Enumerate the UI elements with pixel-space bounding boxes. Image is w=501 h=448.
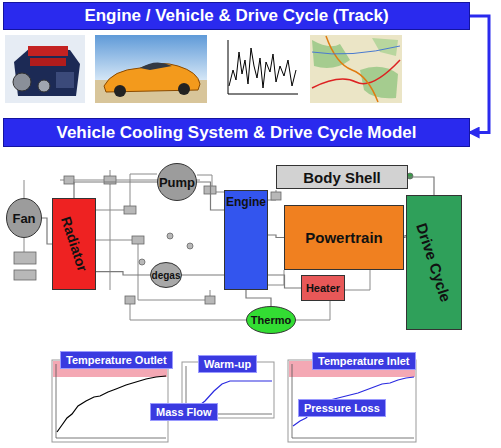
- chart-label: Warm-up: [198, 355, 257, 373]
- connector-line: [470, 16, 489, 133]
- engine-photo: [5, 35, 85, 103]
- pump-circle: Pump: [157, 163, 197, 201]
- thermo-ellipse: Thermo: [246, 306, 296, 334]
- node-text: Heater: [306, 282, 340, 294]
- node-ellipse: [158, 164, 197, 201]
- connector-line: [96, 272, 150, 275]
- connector-line: [197, 182, 224, 210]
- chart-label: Temperature Inlet: [312, 352, 416, 370]
- chart-label: Temperature Outlet: [60, 351, 173, 369]
- chart-label: Pressure Loss: [298, 399, 386, 417]
- node-text: Warm-up: [204, 358, 251, 370]
- chart-thumbnail: [220, 36, 302, 102]
- radiator-box: Radiator: [52, 198, 96, 290]
- banner-band: Engine / Vehicle & Drive Cycle (Track): [3, 2, 470, 30]
- node-text: degas: [152, 270, 181, 281]
- fan-circle: Fan: [6, 198, 42, 238]
- engine-box: Engine: [224, 190, 268, 290]
- car-photo: [95, 35, 207, 103]
- node-text: Fan: [12, 211, 35, 226]
- node-text: Engine / Vehicle & Drive Cycle (Track): [84, 6, 388, 26]
- connector-line: [268, 275, 301, 288]
- connector-line: [42, 218, 52, 244]
- node-text: Thermo: [251, 314, 291, 326]
- node-ellipse: [247, 307, 296, 334]
- node-text: Vehicle Cooling System & Drive Cycle Mod…: [57, 123, 417, 143]
- map-image: [310, 35, 402, 103]
- schematic-parts: [14, 173, 413, 304]
- node-text: Pump: [159, 175, 195, 190]
- node-text: Drive Cycle: [413, 221, 454, 304]
- temperature-outlet-plot: [52, 360, 168, 442]
- banner-band: Vehicle Cooling System & Drive Cycle Mod…: [3, 118, 470, 147]
- connector-line: [246, 290, 271, 306]
- node-text: Powertrain: [305, 229, 383, 246]
- node-ellipse: [151, 263, 182, 288]
- body-shell-box: Body Shell: [276, 165, 408, 189]
- node-text: Temperature Outlet: [66, 354, 167, 366]
- node-text: Mass Flow: [156, 406, 212, 418]
- node-text: Pressure Loss: [304, 402, 380, 414]
- powertrain-box: Powertrain: [284, 205, 404, 270]
- temperature-inlet-plot: [288, 360, 416, 442]
- node-text: Temperature Inlet: [318, 355, 410, 367]
- degas-circle: degas: [150, 262, 182, 288]
- connector-line: [268, 235, 284, 238]
- node-ellipse: [7, 199, 42, 238]
- node-text: Radiator: [58, 215, 91, 274]
- connector-line: [182, 274, 224, 275]
- drive-cycle-box: Drive Cycle: [406, 195, 462, 330]
- node-text: Engine: [226, 195, 266, 209]
- connector-line: [74, 182, 157, 198]
- node-text: Body Shell: [303, 169, 381, 186]
- connector-line: [408, 177, 434, 195]
- heater-box: Heater: [301, 275, 345, 301]
- chart-label: Mass Flow: [150, 403, 218, 421]
